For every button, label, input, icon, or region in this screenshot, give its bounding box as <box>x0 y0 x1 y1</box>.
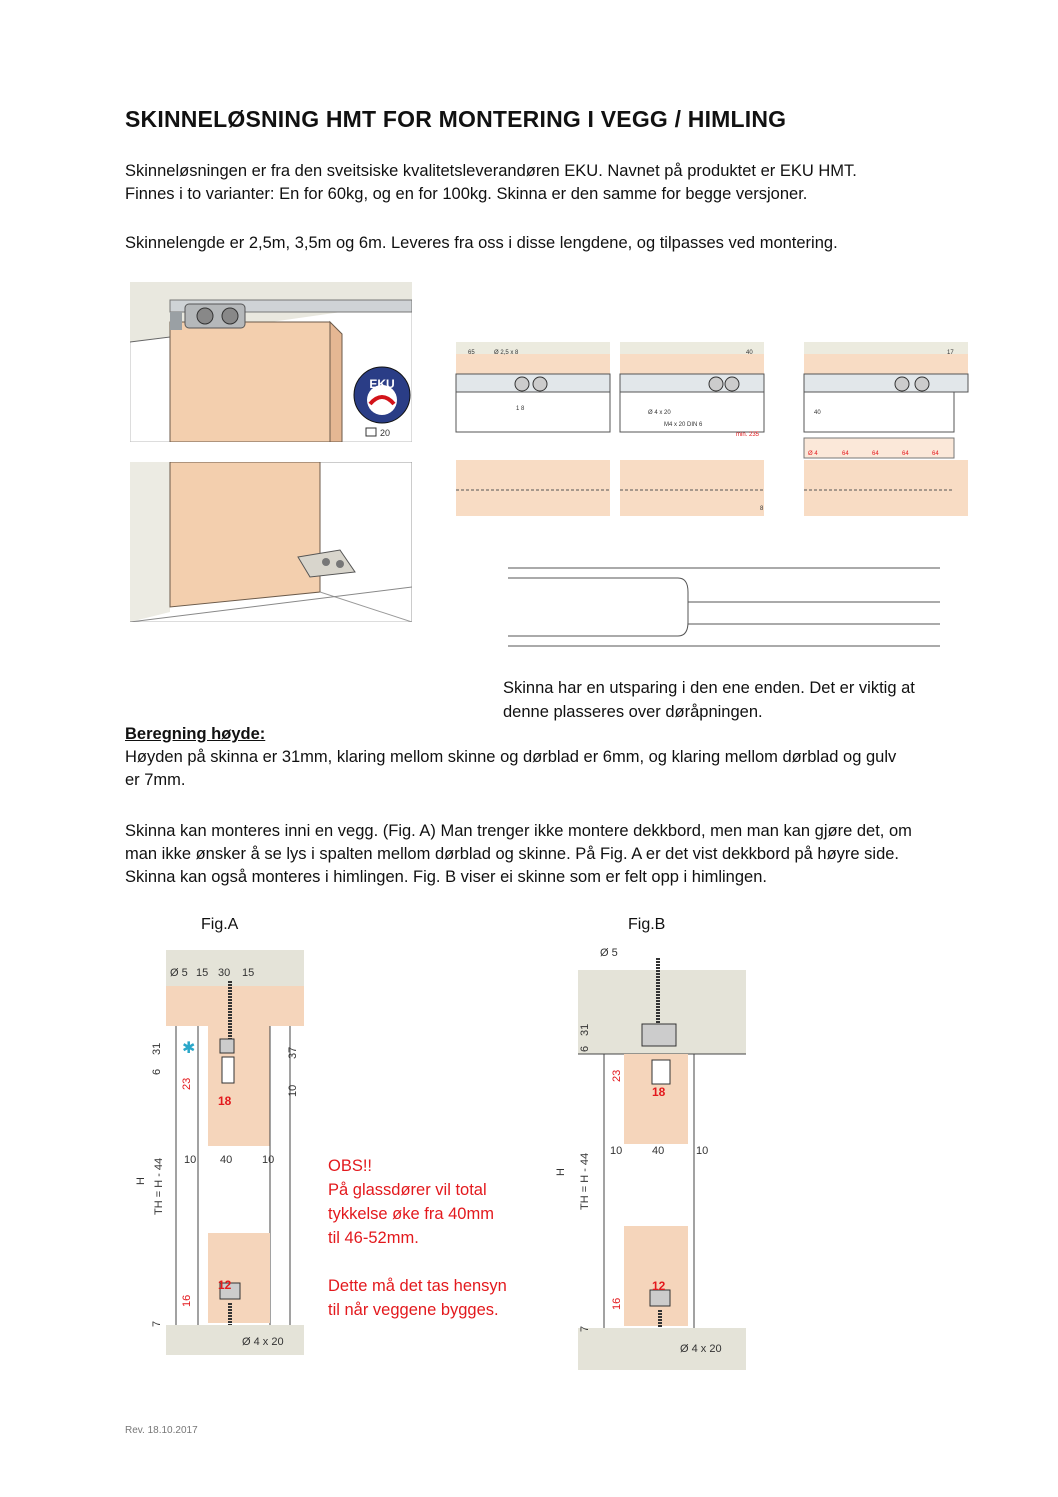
rail-caption: Skinna har en utsparing i den ene enden.… <box>503 676 915 724</box>
tech-label: Ø 4 x 20 <box>648 410 671 416</box>
height-line: er 7mm. <box>125 771 186 789</box>
dim-label: H <box>555 1168 567 1176</box>
tech-label: Ø 2,5 x 8 <box>494 350 519 356</box>
rail-section-left <box>455 342 611 516</box>
dim-label: 31 <box>579 1024 591 1036</box>
dim-label: 15 <box>242 967 254 979</box>
dim-label: 10 <box>184 1154 196 1166</box>
lengths-paragraph: Skinnelengde er 2,5m, 3,5m og 6m. Levere… <box>125 234 838 252</box>
intro-line: Finnes i to varianter: En for 60kg, og e… <box>125 185 808 203</box>
dim-label: 10 <box>287 1085 299 1097</box>
height-line: Høyden på skinna er 31mm, klaring mellom… <box>125 748 897 766</box>
mounting-line: man ikke ønsker å se lys i spalten mello… <box>125 845 900 863</box>
tech-label: 65 <box>468 350 475 356</box>
tech-label: 64 <box>932 451 939 457</box>
dim-label: 12 <box>652 1279 666 1293</box>
intro-paragraph: Skinneløsningen er fra den sveitsiske kv… <box>125 160 857 206</box>
tech-label: 40 <box>746 350 753 356</box>
dim-label: TH = H - 44 <box>579 1153 591 1210</box>
logo-text: EKU <box>369 377 394 391</box>
rail-section-middle <box>619 342 765 516</box>
obs-line: tykkelse øke fra 40mm <box>328 1205 494 1223</box>
rail-notch-sketch <box>508 567 940 647</box>
dim-label: Ø 4 x 20 <box>680 1343 722 1355</box>
fig-a-drawing: ✱ Ø 5 15 30 15 6 31 23 H TH = H - 44 16 … <box>135 950 304 1355</box>
mounting-line: Skinna kan monteres inni en vegg. (Fig. … <box>125 822 912 840</box>
height-section: Beregning høyde: Høyden på skinna er 31m… <box>125 723 896 792</box>
revision-footer: Rev. 18.10.2017 <box>125 1425 198 1436</box>
dim-label: 10 <box>262 1154 274 1166</box>
dim-label: 16 <box>611 1298 623 1310</box>
dim-label: 18 <box>652 1085 666 1099</box>
tech-label: Ø 4 <box>808 451 818 457</box>
tech-label: 64 <box>842 451 849 457</box>
caption-line: denne plasseres over døråpningen. <box>503 703 763 721</box>
dim-label: 30 <box>218 967 230 979</box>
obs-line: til når veggene bygges. <box>328 1301 499 1319</box>
tech-label: 40 <box>814 410 821 416</box>
height-heading: Beregning høyde: <box>125 725 266 743</box>
mounting-paragraph: Skinna kan monteres inni en vegg. (Fig. … <box>125 820 912 889</box>
dim-label: 23 <box>181 1078 193 1090</box>
obs-line: På glassdører vil total <box>328 1181 487 1199</box>
intro-line: Skinneløsningen er fra den sveitsiske kv… <box>125 162 857 180</box>
dim-label: 18 <box>218 1094 232 1108</box>
fig-b-label: Fig.B <box>628 916 666 933</box>
tech-label: 17 <box>947 350 954 356</box>
dim-label: Ø 5 <box>170 967 188 979</box>
tech-label: 64 <box>902 451 909 457</box>
dim-label: 15 <box>196 967 208 979</box>
page-ref: 20 <box>380 428 390 438</box>
obs-line: Dette må det tas hensyn <box>328 1277 507 1295</box>
dim-label: 10 <box>696 1145 708 1157</box>
dim-label: 10 <box>610 1145 622 1157</box>
page-title: SKINNELØSNING HMT FOR MONTERING I VEGG /… <box>125 106 787 132</box>
rail-section-right <box>803 342 969 516</box>
tech-label: 64 <box>872 451 879 457</box>
product-photo-bottom <box>130 462 412 622</box>
dim-label: Ø 4 x 20 <box>242 1336 284 1348</box>
dim-label: 37 <box>287 1047 299 1059</box>
dim-label: 7 <box>579 1326 591 1332</box>
dim-label: 7 <box>151 1321 163 1327</box>
rail-technical-drawing: 65 Ø 2,5 x 8 40 17 1 8 Ø 4 x 20 M4 x 20 … <box>455 342 969 516</box>
obs-line: til 46-52mm. <box>328 1229 419 1247</box>
obs-line: OBS!! <box>328 1157 373 1175</box>
dim-label: 12 <box>218 1278 232 1292</box>
product-photo-top: EKU 20 <box>130 282 412 442</box>
dim-label: 31 <box>151 1043 163 1055</box>
dim-label: 6 <box>579 1046 591 1052</box>
fig-b-drawing: Ø 5 6 31 23 H TH = H - 44 16 7 10 40 10 … <box>555 947 746 1370</box>
obs-note: OBS!! På glassdører vil total tykkelse ø… <box>328 1154 507 1322</box>
caption-line: Skinna har en utsparing i den ene enden.… <box>503 679 915 697</box>
fig-a-label: Fig.A <box>201 916 239 933</box>
asterisk-icon: ✱ <box>182 1040 195 1057</box>
dim-label: Ø 5 <box>600 947 618 959</box>
dim-label: TH = H - 44 <box>153 1158 165 1215</box>
mounting-line: Skinna kan også monteres i himlingen. Fi… <box>125 868 767 886</box>
tech-label: 8 <box>760 506 764 512</box>
tech-label: M4 x 20 DIN 6 <box>664 422 703 428</box>
dim-label: H <box>135 1177 147 1185</box>
dim-label: 40 <box>652 1145 664 1157</box>
tech-label: min. 235 <box>736 432 760 438</box>
tech-label: 1 8 <box>516 406 525 412</box>
dim-label: 23 <box>611 1070 623 1082</box>
dim-label: 40 <box>220 1154 232 1166</box>
dim-label: 16 <box>181 1295 193 1307</box>
dim-label: 6 <box>151 1069 163 1075</box>
